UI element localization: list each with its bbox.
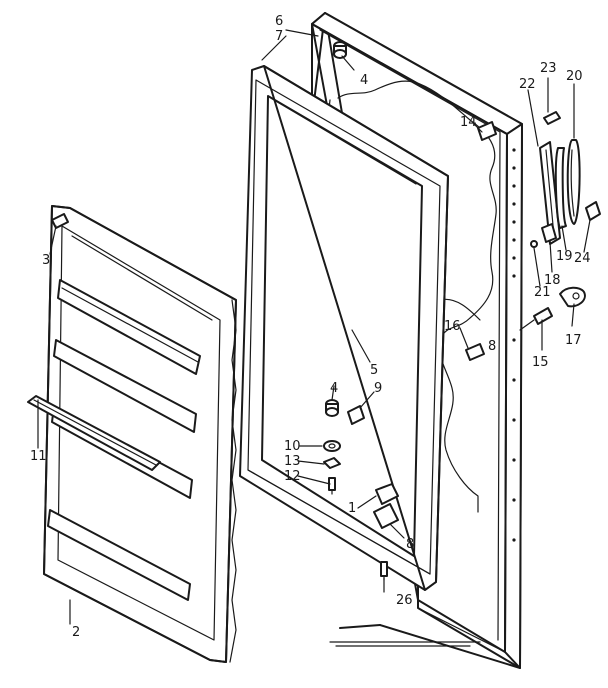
- callout-21: 21: [534, 285, 551, 300]
- part-9-clip: [347, 405, 365, 425]
- callout-12: 12: [284, 469, 301, 484]
- leader-lines: [37, 29, 591, 625]
- callout-22: 22: [519, 77, 536, 92]
- callout-5: 5: [370, 363, 378, 378]
- callout-16: 16: [444, 319, 461, 334]
- callout-24: 24: [574, 251, 591, 266]
- part-14-bracket: [477, 121, 497, 141]
- callout-10: 10: [284, 439, 301, 454]
- callout-4: 4: [360, 73, 368, 88]
- part-3-cam: [51, 213, 69, 229]
- callout-9: 9: [374, 381, 382, 396]
- callout-15: 15: [532, 355, 549, 370]
- part-8-hinge-lower: [373, 503, 399, 529]
- part-1-bracket: [375, 483, 399, 505]
- part-26-screw: [380, 561, 388, 581]
- part-16-stop: [465, 343, 485, 361]
- callout-8: 8: [406, 537, 414, 552]
- part-23-screw: [543, 111, 561, 125]
- part-22-handle: [539, 141, 561, 245]
- part-13-spacer: [323, 457, 341, 469]
- callout-6: 6: [275, 14, 283, 29]
- callout-3: 3: [42, 253, 50, 268]
- callout-14: 14: [460, 115, 477, 130]
- callout-1: 1: [348, 501, 356, 516]
- part-4-bushing-top: [333, 41, 347, 59]
- part-21-screw: [530, 240, 538, 248]
- part-20-trim: [566, 139, 581, 225]
- callout-13: 13: [284, 454, 301, 469]
- callout-11: 11: [30, 449, 47, 464]
- callout-19: 19: [556, 249, 573, 264]
- callout-26: 26: [396, 593, 413, 608]
- part-17-hinge: [559, 286, 586, 308]
- callout-2: 2: [72, 625, 80, 640]
- hinge-holes: [512, 148, 516, 542]
- insulation-outline: [337, 80, 497, 513]
- callout-7: 7: [275, 29, 283, 44]
- callout-17: 17: [565, 333, 582, 348]
- part-10-washer: [323, 440, 341, 452]
- inner-door-liner: [27, 205, 237, 663]
- callout-labels: 6 7 4 14 23 20 22 19 24 18 21 17 16 8 15…: [30, 14, 591, 640]
- part-18-lower-handle: [541, 223, 557, 243]
- door-gasket-frame: [239, 65, 449, 591]
- callout-8: 8: [488, 339, 496, 354]
- callout-18: 18: [544, 273, 561, 288]
- callout-23: 23: [540, 61, 557, 76]
- part-24-end-cap: [585, 201, 601, 221]
- callout-4: 4: [330, 381, 338, 396]
- part-15-hinge-pin: [519, 307, 553, 331]
- part-4-bushing-lower: [325, 399, 339, 417]
- part-19-insert: [554, 147, 567, 229]
- callout-20: 20: [566, 69, 583, 84]
